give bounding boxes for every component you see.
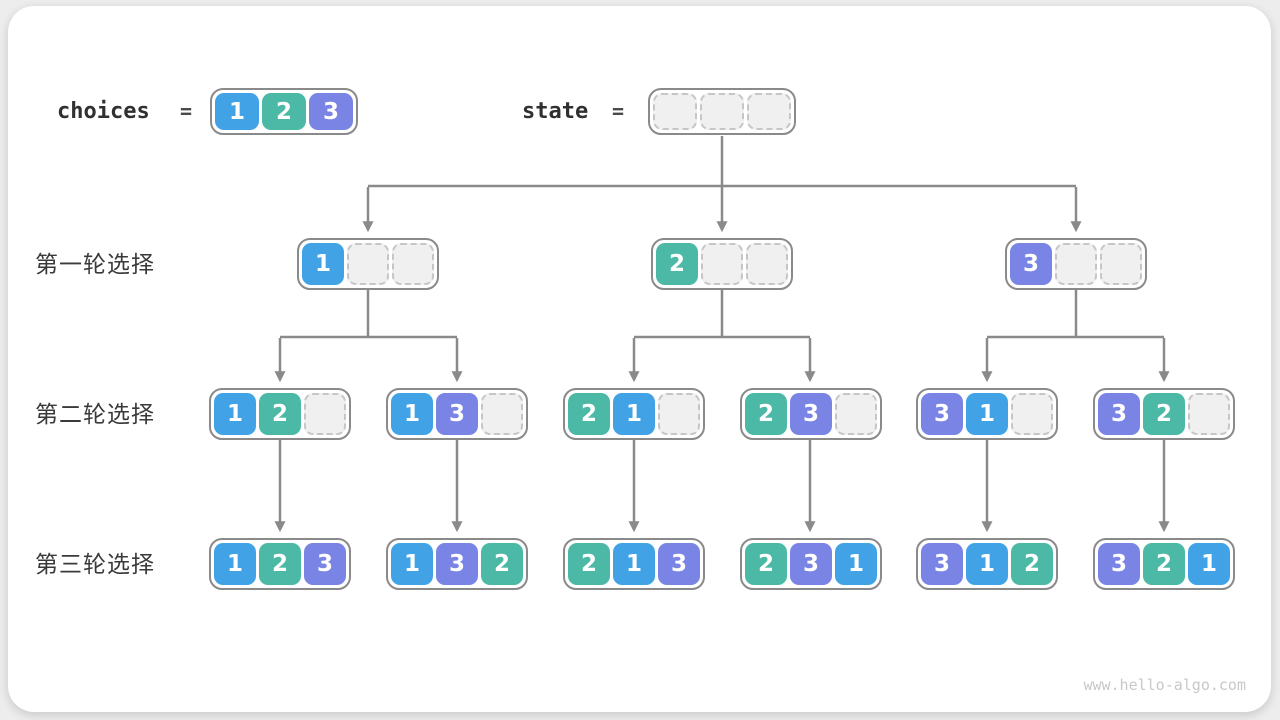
cell-value-2: 2: [259, 543, 301, 585]
cell-empty: [1188, 393, 1230, 435]
cell-empty: [392, 243, 434, 285]
cell-value-2: 2: [1011, 543, 1053, 585]
cell-value-3: 3: [1010, 243, 1052, 285]
state-node-l1-1: 1: [297, 238, 439, 290]
cell-value-1: 1: [613, 393, 655, 435]
cell-value-1: 1: [613, 543, 655, 585]
cell-empty: [1011, 393, 1053, 435]
cell-value-1: 1: [302, 243, 344, 285]
cell-value-2: 2: [656, 243, 698, 285]
cell-value-1: 1: [391, 393, 433, 435]
state-node-l1-2: 2: [651, 238, 793, 290]
cell-value-3: 3: [1098, 543, 1140, 585]
state-node-l1-3: 3: [1005, 238, 1147, 290]
cell-empty: [1100, 243, 1142, 285]
state-label: state: [522, 99, 589, 124]
cell-value-1: 1: [966, 543, 1008, 585]
cell-empty: [1055, 243, 1097, 285]
cell-value-3: 3: [1098, 393, 1140, 435]
cell-value-2: 2: [568, 543, 610, 585]
cell-value-3: 3: [436, 543, 478, 585]
cell-value-3: 3: [436, 393, 478, 435]
cell-value-2: 2: [262, 93, 306, 130]
cell-value-3: 3: [309, 93, 353, 130]
cell-value-3: 3: [921, 543, 963, 585]
state-array-root: [648, 88, 796, 135]
cell-value-3: 3: [790, 393, 832, 435]
cell-value-2: 2: [568, 393, 610, 435]
cell-value-1: 1: [214, 393, 256, 435]
cell-empty: [746, 243, 788, 285]
state-equals-sign: =: [612, 99, 625, 123]
row-label-round-2: 第二轮选择: [35, 401, 155, 427]
row-label-round-3: 第三轮选择: [35, 551, 155, 577]
cell-value-2: 2: [1143, 393, 1185, 435]
cell-value-1: 1: [215, 93, 259, 130]
row-label-round-1: 第一轮选择: [35, 251, 155, 277]
cell-value-1: 1: [835, 543, 877, 585]
cell-value-3: 3: [304, 543, 346, 585]
cell-value-1: 1: [1188, 543, 1230, 585]
watermark: www.hello-algo.com: [1083, 676, 1246, 694]
cell-empty: [700, 93, 744, 130]
cell-value-2: 2: [481, 543, 523, 585]
cell-value-3: 3: [790, 543, 832, 585]
cell-value-2: 2: [259, 393, 301, 435]
cell-value-1: 1: [391, 543, 433, 585]
cell-value-2: 2: [1143, 543, 1185, 585]
cell-value-3: 3: [658, 543, 700, 585]
cell-empty: [701, 243, 743, 285]
cell-value-1: 1: [214, 543, 256, 585]
cell-empty: [304, 393, 346, 435]
cell-empty: [481, 393, 523, 435]
cell-empty: [658, 393, 700, 435]
cell-value-2: 2: [745, 543, 787, 585]
choices-equals-sign: =: [180, 99, 193, 123]
cell-empty: [747, 93, 791, 130]
cell-empty: [653, 93, 697, 130]
cell-empty: [835, 393, 877, 435]
cell-value-1: 1: [966, 393, 1008, 435]
choices-label: choices: [57, 99, 150, 124]
cell-value-3: 3: [921, 393, 963, 435]
cell-value-2: 2: [745, 393, 787, 435]
cell-empty: [347, 243, 389, 285]
